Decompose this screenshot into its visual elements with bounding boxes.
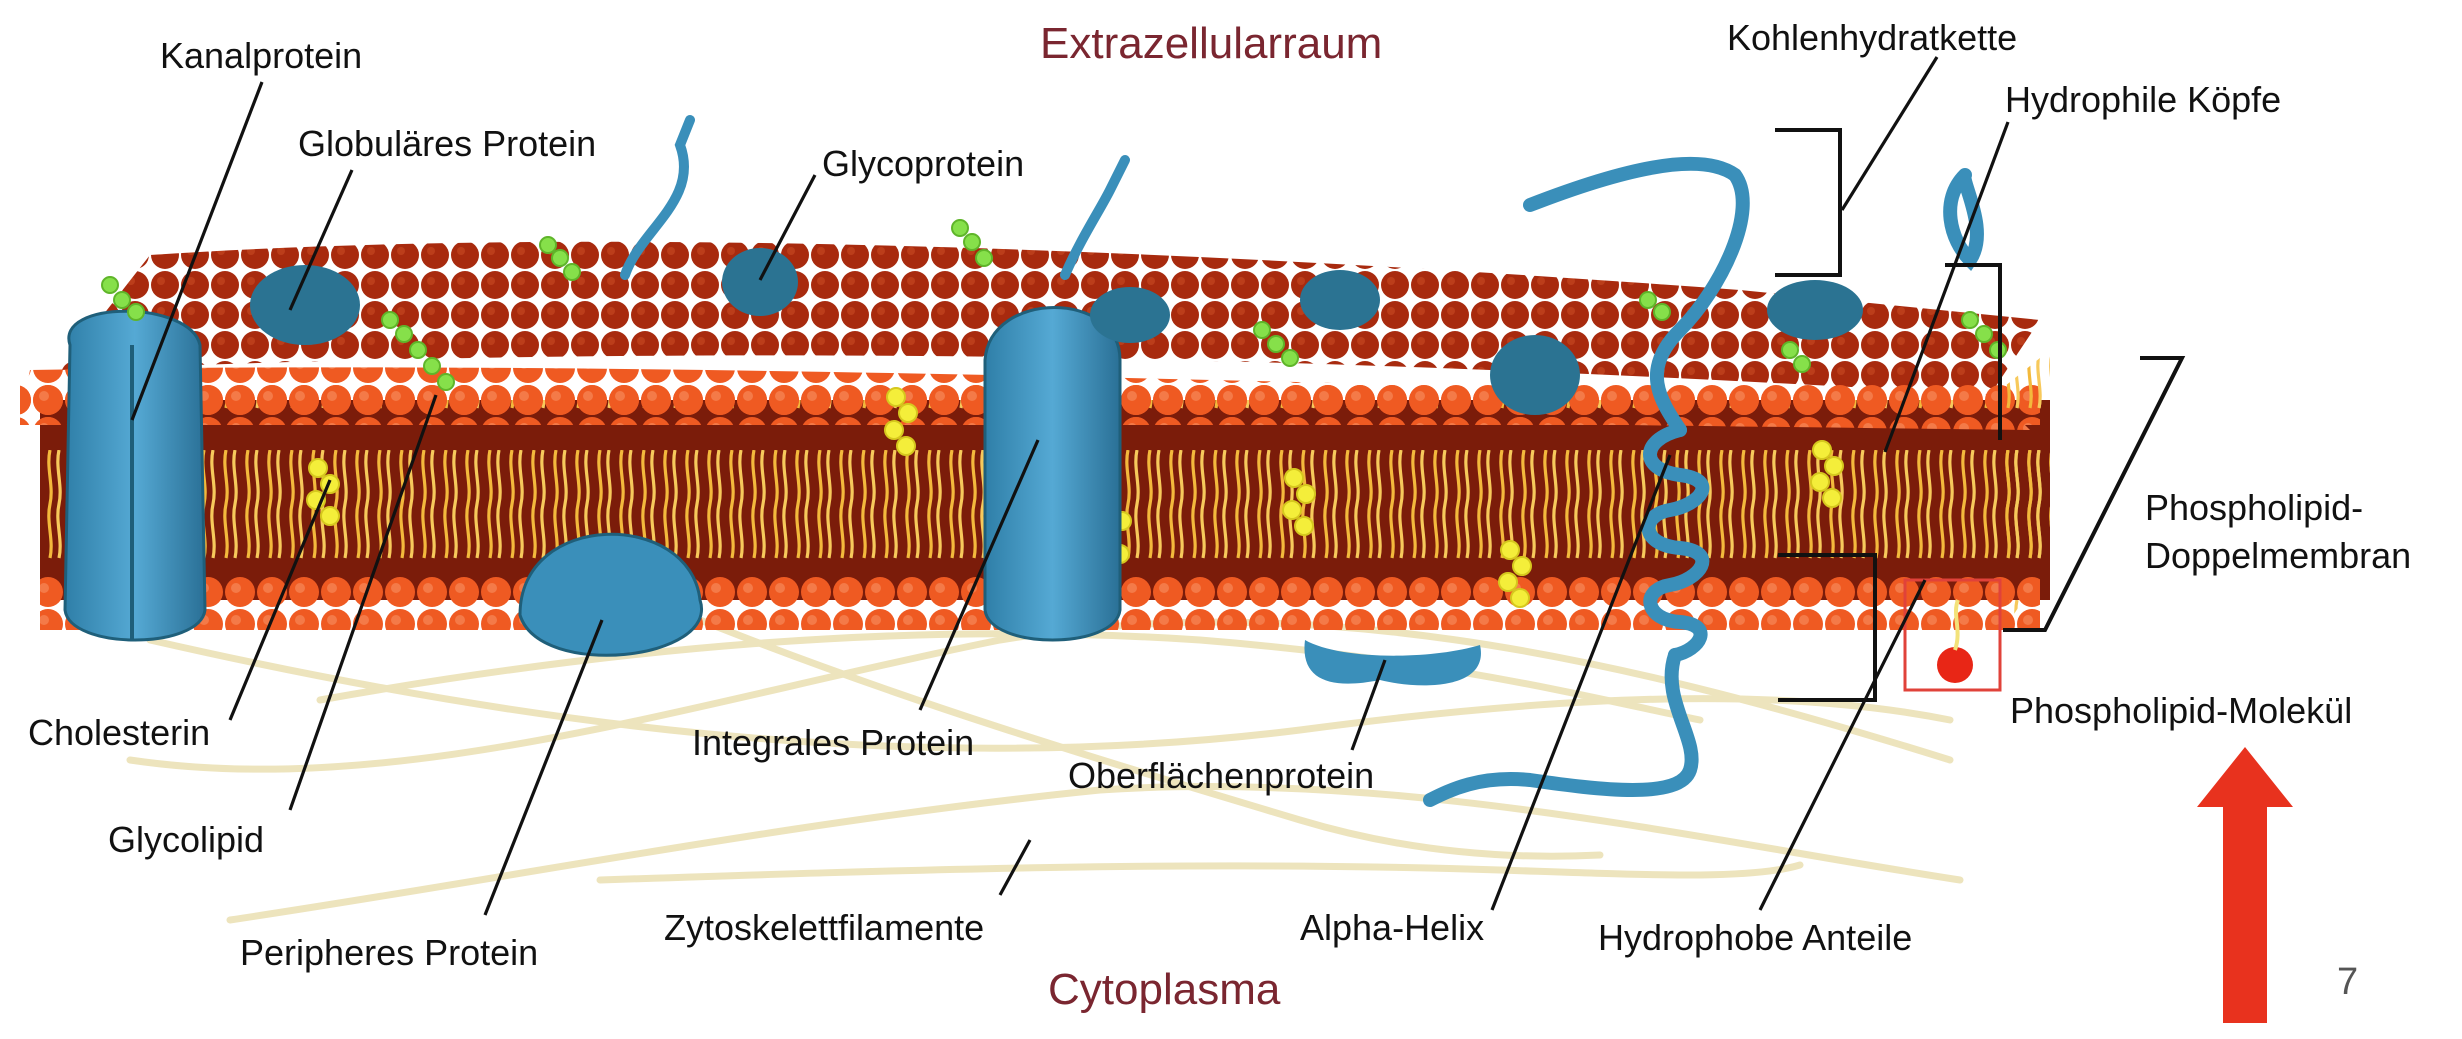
label-globulaeres-protein: Globuläres Protein xyxy=(298,123,597,164)
label-kanalprotein: Kanalprotein xyxy=(160,35,363,76)
alpha-helix-strand xyxy=(1423,156,1984,807)
carbohydrate-chains-blue xyxy=(620,115,1130,280)
label-oberflaechenprotein: Oberflächenprotein xyxy=(1068,755,1375,796)
slide-number: 7 xyxy=(2337,961,2359,1003)
label-integrales-protein: Integrales Protein xyxy=(692,722,975,763)
phospholipid-molecule-highlight xyxy=(1903,578,2002,692)
up-arrow-icon xyxy=(2197,747,2293,1023)
label-glycoprotein: Glycoprotein xyxy=(822,143,1025,184)
label-zytoskelettfilamente: Zytoskelettfilamente xyxy=(664,907,985,948)
cytoplasm-region-label: Cytoplasma xyxy=(1048,965,1281,1014)
label-cholesterin: Cholesterin xyxy=(28,712,211,753)
label-phospholipid-doppelmembran-1: Phospholipid- xyxy=(2145,487,2364,528)
label-phospholipid-molekuel: Phospholipid-Molekül xyxy=(2010,690,2353,731)
label-hydrophile-koepfe: Hydrophile Köpfe xyxy=(2005,79,2282,120)
label-phospholipid-doppelmembran-2: Doppelmembran xyxy=(2145,535,2412,576)
label-kohlenhydratkette: Kohlenhydratkette xyxy=(1727,17,2018,58)
label-leader-lines xyxy=(130,56,2010,916)
extracellular-region-label: Extrazellularraum xyxy=(1040,19,1383,68)
label-glycolipid: Glycolipid xyxy=(108,819,265,860)
label-alpha-helix: Alpha-Helix xyxy=(1300,907,1485,948)
carbohydrate-chains-green xyxy=(101,219,2007,391)
membrane-proteins xyxy=(63,248,1863,686)
label-brackets xyxy=(1775,128,2186,702)
label-hydrophobe-anteile: Hydrophobe Anteile xyxy=(1598,917,1913,958)
label-peripheres-protein: Peripheres Protein xyxy=(240,932,539,973)
